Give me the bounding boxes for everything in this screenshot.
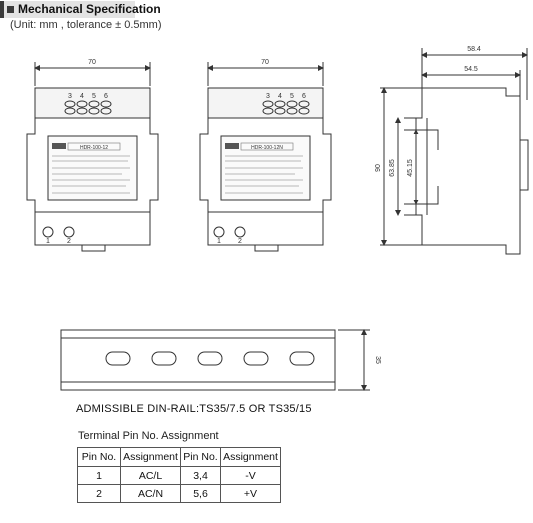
- table-row: 1 AC/L 3,4 -V: [77, 466, 281, 485]
- side-height-dim: 90: [375, 164, 382, 172]
- left-terminal-number-4: 4: [80, 93, 84, 100]
- side-overall-depth-dim: 58.4: [467, 46, 481, 53]
- side-view: [380, 48, 529, 255]
- din-rail-drawing: [60, 329, 370, 391]
- right-terminal-number-4: 4: [278, 93, 282, 100]
- right-terminal-number-1: 1: [217, 238, 221, 245]
- right-terminal-number-6: 6: [302, 93, 306, 100]
- side-inner-height-dim: 63.85: [389, 159, 396, 177]
- table-cell: 1: [77, 466, 121, 485]
- left-terminal-number-1: 1: [46, 238, 50, 245]
- table-header-cell: Assignment: [120, 447, 181, 467]
- table-cell: AC/L: [120, 466, 181, 485]
- header-bullet-icon: [7, 6, 14, 13]
- table-row: 2 AC/N 5,6 +V: [77, 484, 281, 503]
- table-cell: -V: [220, 466, 281, 485]
- table-cell: 5,6: [180, 484, 221, 503]
- front-left-width-dim: 70: [88, 59, 96, 66]
- section-title: Mechanical Specification: [18, 2, 161, 16]
- din-rail-caption: ADMISSIBLE DIN-RAIL:TS35/7.5 OR TS35/15: [76, 403, 312, 415]
- front-view-left: [26, 62, 159, 252]
- left-terminal-number-5: 5: [92, 93, 96, 100]
- left-terminal-number-3: 3: [68, 93, 72, 100]
- table-cell: 2: [77, 484, 121, 503]
- din-rail-height-dim: 35: [374, 356, 381, 364]
- pin-table-title: Terminal Pin No. Assignment: [78, 430, 219, 442]
- pin-assignment-table: Pin No. Assignment Pin No. Assignment 1 …: [77, 447, 281, 503]
- right-terminal-number-5: 5: [290, 93, 294, 100]
- right-model-label: HDR-100-12N: [251, 145, 283, 151]
- left-terminal-number-6: 6: [104, 93, 108, 100]
- table-cell: AC/N: [120, 484, 181, 503]
- section-header: Mechanical Specification: [0, 1, 161, 18]
- left-model-label: HDR-100-12: [80, 145, 108, 151]
- table-cell: +V: [220, 484, 281, 503]
- table-cell: 3,4: [180, 466, 221, 485]
- label-block-right: [225, 142, 303, 194]
- left-terminal-number-2: 2: [67, 238, 71, 245]
- table-header-row: Pin No. Assignment Pin No. Assignment: [77, 447, 281, 467]
- side-rail-slot-dim: 45.15: [407, 159, 414, 177]
- front-view-right: [199, 62, 332, 252]
- right-terminal-number-3: 3: [266, 93, 270, 100]
- table-header-cell: Assignment: [220, 447, 281, 467]
- right-terminal-number-2: 2: [238, 238, 242, 245]
- table-header-cell: Pin No.: [77, 447, 121, 467]
- side-body-depth-dim: 54.5: [464, 66, 478, 73]
- table-header-cell: Pin No.: [180, 447, 221, 467]
- tolerance-note: (Unit: mm , tolerance ± 0.5mm): [10, 19, 162, 31]
- label-block-left: [52, 142, 130, 194]
- front-right-width-dim: 70: [261, 59, 269, 66]
